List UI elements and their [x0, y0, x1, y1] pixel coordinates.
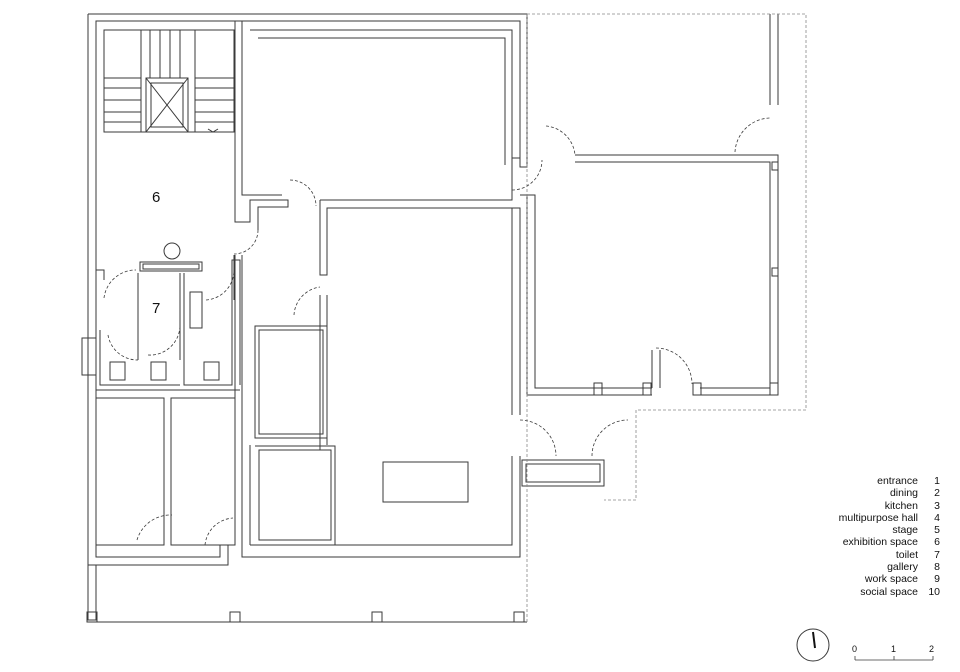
interior-wall: [234, 255, 521, 558]
door-swing: [734, 117, 771, 153]
door-swing: [136, 514, 173, 541]
outer-wall: [87, 14, 229, 566]
door-swing: [147, 324, 181, 356]
room: [95, 397, 165, 546]
door-swing: [293, 286, 321, 316]
interior-wall: [520, 194, 590, 396]
scale-label-1: 1: [891, 644, 897, 654]
column: [163, 242, 181, 260]
scale-bar: [854, 656, 934, 661]
room-label-6: 6: [152, 189, 161, 206]
interior-wall: [249, 445, 513, 546]
outer-wall: [88, 13, 528, 558]
stair-block: [103, 29, 235, 133]
table: [382, 461, 469, 503]
door-swing: [591, 419, 629, 457]
door-swing: [519, 419, 557, 457]
interior-wall: [241, 21, 282, 196]
scale-label-2: 2: [929, 644, 935, 654]
canopy-outline: [527, 13, 807, 501]
door-swing: [107, 334, 139, 361]
interior-wall: [96, 255, 235, 300]
lift-shaft: [145, 77, 189, 133]
door-swing: [204, 517, 234, 546]
interior-wall: [234, 21, 289, 230]
interior-wall: [319, 158, 521, 415]
scale-label-0: 0: [852, 644, 858, 654]
door-swing: [205, 269, 235, 301]
interior-wall: [575, 154, 779, 396]
room-label-7: 7: [152, 300, 161, 317]
interior-wall: [250, 29, 520, 159]
interior-wall: [258, 37, 506, 165]
door-swing: [655, 347, 693, 385]
north-arrow-icon: [796, 628, 830, 662]
door-swing: [289, 179, 317, 207]
door-swing: [545, 125, 576, 156]
door-swing: [103, 269, 137, 299]
room: [170, 397, 236, 546]
stage-box: [254, 325, 328, 439]
door-swing: [511, 159, 543, 191]
door-swing: [233, 229, 259, 255]
